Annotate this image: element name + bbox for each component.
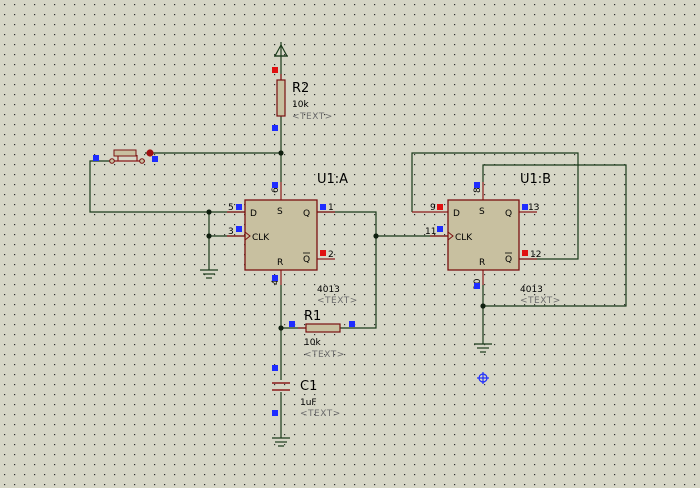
flip-flop-u1b[interactable]: D CLK S R Q Q 9 11 8 10 13 12 U1:B 4013 …: [412, 172, 561, 306]
flip-flop-u1a[interactable]: D CLK S R Q Q 5 3 6 4 1 2 U1:A 4013 <TEX…: [227, 172, 358, 306]
u1a-part-label: 4013: [317, 285, 340, 295]
u1a-pin-d: 5: [228, 203, 234, 213]
u1a-pin-r: 4: [271, 279, 281, 285]
u1a-pin-q: 1: [328, 203, 334, 213]
u1a-clk-label: CLK: [252, 233, 270, 243]
u1a-r-label: R: [277, 258, 283, 268]
u1b-pin-s: 8: [473, 187, 483, 193]
resistor-r1[interactable]: R1 10k <TEXT>: [289, 309, 355, 360]
u1b-clk-label: CLK: [455, 233, 473, 243]
u1b-q-label: Q: [505, 209, 512, 219]
r1-text-placeholder: <TEXT>: [304, 350, 345, 360]
r1-value-label: 10k: [304, 338, 321, 348]
r1-ref-label: R1: [304, 309, 321, 324]
u1a-text-placeholder: <TEXT>: [317, 296, 358, 306]
switch-actuator-icon[interactable]: [146, 149, 154, 157]
r2-text-placeholder: <TEXT>: [292, 112, 333, 122]
push-button-switch[interactable]: [93, 149, 158, 164]
r2-ref-label: R2: [292, 81, 309, 96]
u1a-d-label: D: [250, 209, 257, 219]
u1a-qbar-label: Q: [303, 255, 310, 265]
u1a-q-label: Q: [303, 209, 310, 219]
u1b-qbar-label: Q: [505, 255, 512, 265]
u1b-s-label: S: [479, 207, 485, 217]
u1b-pin-clk: 11: [425, 227, 436, 237]
capacitor-c1[interactable]: C1 1uF <TEXT>: [272, 365, 341, 419]
junctions: [206, 150, 486, 331]
u1b-pin-q: 13: [528, 203, 539, 213]
u1b-r-label: R: [479, 258, 485, 268]
u1a-s-label: S: [277, 207, 283, 217]
power-terminal-icon[interactable]: [273, 42, 289, 57]
c1-value-label: 1uF: [300, 398, 317, 408]
resistor-r2[interactable]: R2 10k <TEXT>: [272, 67, 333, 131]
ground-icon[interactable]: [474, 343, 492, 353]
ground-icon[interactable]: [272, 437, 290, 447]
u1b-pin-d: 9: [430, 203, 436, 213]
u1b-ref-label: U1:B: [520, 172, 551, 187]
crosshair-icon: [477, 372, 489, 384]
u1a-pin-qbar: 2: [328, 250, 334, 260]
wires[interactable]: [89, 55, 627, 438]
u1a-pin-clk: 3: [228, 227, 234, 237]
u1a-pin-s: 6: [271, 187, 281, 193]
u1a-ref-label: U1:A: [317, 172, 348, 187]
c1-text-placeholder: <TEXT>: [300, 409, 341, 419]
ground-icon[interactable]: [200, 269, 218, 279]
c1-ref-label: C1: [300, 379, 317, 394]
u1b-d-label: D: [453, 209, 460, 219]
u1b-pin-qbar: 12: [530, 250, 541, 260]
u1b-part-label: 4013: [520, 285, 543, 295]
u1b-text-placeholder: <TEXT>: [520, 296, 561, 306]
r2-value-label: 10k: [292, 100, 309, 110]
